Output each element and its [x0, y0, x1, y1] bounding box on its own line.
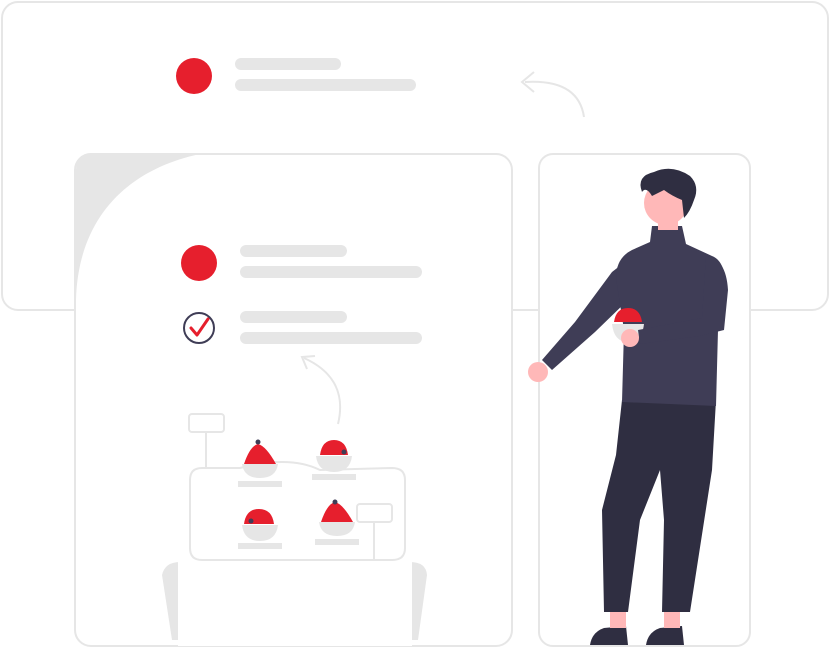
placeholder-line-long: [240, 266, 422, 278]
curved-arrow-icon: [520, 71, 585, 118]
person-hand: [528, 362, 548, 382]
placeholder-line-long: [235, 79, 416, 91]
placeholder-line-long: [240, 332, 422, 344]
price-sign: [356, 503, 393, 523]
person-torso: [616, 226, 727, 406]
person-ankle: [664, 612, 680, 628]
dessert-bowl: [238, 509, 282, 549]
person-arm: [638, 256, 728, 344]
front-card: [74, 153, 513, 647]
person-shoe: [646, 626, 684, 645]
dessert-cup: [614, 308, 642, 322]
dessert-bowl: [238, 439, 282, 487]
record-dot-icon: [181, 245, 217, 281]
price-sign: [188, 413, 225, 433]
placeholder-line-short: [240, 311, 347, 323]
curved-arrow-icon: [300, 355, 342, 425]
person-hair: [640, 168, 697, 218]
stand-rack: [189, 461, 406, 561]
person-arm: [542, 258, 630, 370]
person-hand: [621, 329, 639, 347]
dessert-bowl: [312, 440, 356, 480]
placeholder-line-short: [235, 58, 341, 70]
placeholder-line-short: [240, 245, 347, 257]
record-dot-icon: [176, 58, 212, 94]
dessert-bowl: [315, 499, 359, 545]
person-shoe: [590, 626, 628, 645]
check-circle-icon: [183, 312, 215, 344]
stand-table-top: [178, 562, 412, 646]
front-card-corner-shade: [76, 154, 200, 300]
person: [528, 168, 728, 645]
person-ankle: [610, 612, 626, 628]
person-pants: [602, 400, 716, 612]
display-stand: [162, 413, 427, 646]
